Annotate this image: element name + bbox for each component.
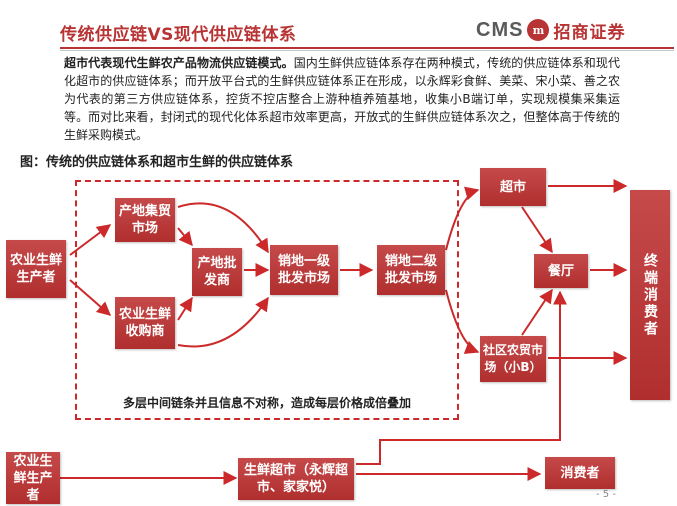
chain-note: 多层中间链条并且信息不对称，造成每层价格成倍叠加 xyxy=(122,396,411,410)
node-supermarket: 超市 xyxy=(480,168,546,206)
node-collector: 农业生鲜收购商 xyxy=(115,297,175,349)
logo-text: CMS xyxy=(476,18,524,41)
node-farmer-bottom: 农业生鲜生产者 xyxy=(6,452,60,504)
arrow-supermarket-to-restaurant xyxy=(521,206,553,254)
end-consumer-label: 终端消费者 xyxy=(642,252,658,338)
node-restaurant: 餐厅 xyxy=(534,254,588,288)
header-rule-red xyxy=(60,47,674,49)
node-end-consumer: 终端消费者 xyxy=(630,190,670,400)
logo-mark-icon: m xyxy=(527,19,550,41)
node-farmer-top: 农业生鲜生产者 xyxy=(6,240,66,298)
logo-chinese-name: 招商证券 xyxy=(553,22,626,43)
node-origin-market: 产地集贸市场 xyxy=(115,198,175,242)
intro-body: 国内生鲜供应链体系存在两种模式，传统的供应链体系和现代化超市的供应链体系；而开放… xyxy=(64,56,620,142)
intro-paragraph: 超市代表现代生鲜农产品物流供应链模式。国内生鲜供应链体系存在两种模式，传统的供应… xyxy=(64,54,620,144)
node-fresh-supermarket: 生鲜超市（永辉超市、家家悦） xyxy=(238,458,354,500)
brand-logo: CMS m 招商证券 xyxy=(476,14,671,46)
arrow-community-to-restaurant xyxy=(521,288,553,336)
page-number: - 5 - xyxy=(596,489,616,500)
node-secondary-wholesale: 销地二级批发市场 xyxy=(377,245,445,295)
node-community-market: 社区农贸市场（小B） xyxy=(480,336,546,382)
intro-lead: 超市代表现代生鲜农产品物流供应链模式。 xyxy=(64,56,294,70)
node-origin-wholesaler: 产地批发商 xyxy=(192,248,242,296)
header-rule-gray xyxy=(60,50,674,51)
logo-mark-glyph: m xyxy=(532,23,545,37)
node-primary-wholesale: 销地一级批发市场 xyxy=(270,245,338,295)
figure-caption: 图：传统的供应链体系和超市生鲜的供应链体系 xyxy=(20,155,294,170)
page-title: 传统供应链VS现代供应链体系 xyxy=(60,25,297,45)
node-consumer-bottom: 消费者 xyxy=(545,457,615,489)
